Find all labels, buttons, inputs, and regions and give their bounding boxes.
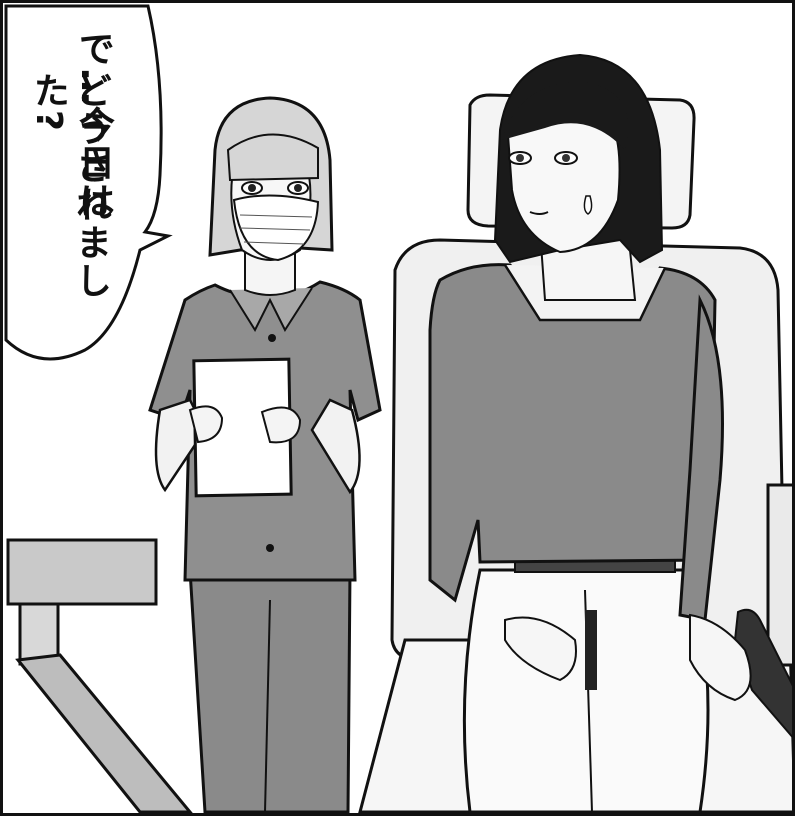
patient-figure <box>428 53 752 814</box>
dental-assistant-figure <box>148 96 382 814</box>
dental-equipment-arm <box>6 538 194 814</box>
speech-bubble-text: で…今日は どうされました? <box>0 30 130 360</box>
speech-line-2: どうされました? <box>28 72 111 300</box>
speech-bubble <box>4 4 173 361</box>
speech-line-1: で…今日は <box>73 30 114 220</box>
